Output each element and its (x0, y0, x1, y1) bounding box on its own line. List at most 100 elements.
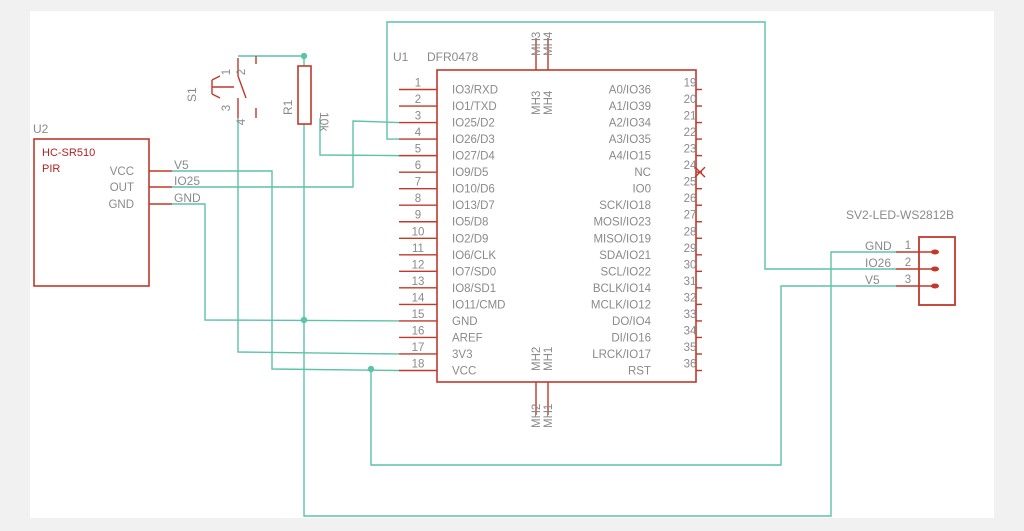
led-pin-pad-2 (931, 266, 939, 272)
u1-pin-name-23: A4/IO15 (609, 151, 651, 163)
u1-pin-num-27: 27 (684, 210, 697, 222)
u2-net-GND: GND (174, 191, 201, 205)
junction-vcc (367, 365, 375, 373)
u1-pin-name-31: BCLK/IO14 (593, 283, 652, 295)
wire-v5-u2 (172, 170, 400, 372)
u1-pin-name-21: A2/IO34 (609, 118, 652, 130)
u2-subtitle: PIR (42, 163, 60, 175)
u1-pin-name-24: NC (634, 167, 651, 179)
u1-pin-num-20: 20 (684, 94, 697, 106)
u1-pin-num-7: 7 (415, 177, 421, 189)
led-pin-num-3: 3 (905, 274, 911, 286)
u1-pin-num-15: 15 (412, 309, 425, 321)
led-net-IO26: IO26 (865, 256, 891, 270)
u1-pin-name-26: SCK/IO18 (599, 200, 651, 212)
u1-value: DFR0478 (427, 50, 479, 64)
u1-pin-name-10: IO2/D9 (452, 233, 488, 245)
u1-pin-num-5: 5 (415, 144, 421, 156)
s1-pin-4: 4 (236, 118, 248, 125)
u1-pin-num-17: 17 (412, 342, 425, 354)
u1-pin-num-11: 11 (412, 243, 424, 255)
u1-pin-num-22: 22 (684, 127, 697, 139)
u1-pin-num-9: 9 (415, 210, 421, 222)
u2-body (33, 138, 150, 287)
u1-pin-name-2: IO1/TXD (452, 101, 497, 113)
u1-pin-num-25: 25 (684, 177, 697, 189)
u1-top-pin-outer-MH3: MH3 (531, 32, 543, 56)
u1-pin-num-16: 16 (412, 325, 425, 337)
led-pin-num-2: 2 (905, 257, 911, 269)
u1-pin-num-34: 34 (684, 325, 697, 337)
u1-pin-num-19: 19 (684, 78, 697, 90)
u1-pin-num-35: 35 (684, 342, 697, 354)
u1-pin-num-4: 4 (415, 127, 422, 139)
led-pin-num-1: 1 (905, 240, 911, 252)
u1-pin-name-28: MISO/IO19 (593, 233, 651, 245)
u1-pin-num-18: 18 (412, 359, 425, 371)
parts (33, 38, 956, 415)
u2-net-IO25: IO25 (174, 174, 200, 188)
u1-body (436, 69, 697, 383)
u1-pin-num-2: 2 (415, 94, 421, 106)
u1-pin-num-13: 13 (412, 276, 425, 288)
u1-pin-name-17: 3V3 (452, 349, 472, 361)
u1-pin-name-14: IO11/CMD (452, 299, 505, 311)
u1-bottom-pin-inner-MH1: MH1 (543, 347, 555, 371)
u2-pin-OUT: OUT (110, 182, 134, 194)
s1-ref: S1 (185, 87, 199, 102)
led-pin-pad-3 (931, 283, 939, 289)
wire-3v3 (237, 118, 400, 355)
wire-io25 (172, 120, 400, 188)
s1-pin-2: 2 (236, 69, 248, 75)
u1-pin-num-24: 24 (684, 160, 697, 172)
led-value: SV2-LED-WS2812B (846, 208, 954, 222)
u1-pin-name-33: DO/IO4 (612, 316, 652, 328)
u1-pin-name-25: IO0 (632, 184, 651, 196)
r1-value: 10k (317, 112, 331, 132)
u1-pin-num-12: 12 (412, 259, 425, 271)
u1-pin-num-33: 33 (684, 309, 697, 321)
wire-gnd-led (303, 124, 896, 517)
u1-bottom-pin-inner-MH2: MH2 (531, 347, 543, 371)
u1-pin-name-30: SCL/IO22 (601, 266, 652, 278)
u2-pin-VCC: VCC (110, 166, 134, 178)
r1-ref: R1 (281, 99, 295, 115)
s1-contact (237, 75, 247, 99)
led-body (918, 236, 956, 306)
s1-pin-1: 1 (221, 69, 233, 75)
u1-pin-name-16: AREF (452, 332, 483, 344)
wire-v5-led (370, 285, 896, 466)
u1-pin-name-15: GND (452, 316, 478, 328)
u1-pin-num-26: 26 (684, 193, 697, 205)
u1-pin-name-4: IO26/D3 (452, 134, 495, 146)
u1-bottom-pin-outer-MH1: MH1 (543, 404, 555, 428)
u1-pin-name-11: IO6/CLK (452, 250, 496, 262)
u1-pin-num-36: 36 (684, 359, 697, 371)
u1-top-pin-inner-MH4: MH4 (543, 90, 555, 115)
u2-ref: U2 (33, 122, 49, 136)
u1-pin-name-5: IO27/D4 (452, 151, 495, 163)
wires (172, 21, 896, 517)
u1-pin-name-27: MOSI/IO23 (593, 217, 651, 229)
u1-pin-num-8: 8 (415, 193, 421, 205)
r1-body (297, 65, 312, 125)
u1-pin-num-6: 6 (415, 160, 421, 172)
u1-pin-name-9: IO5/D8 (452, 217, 488, 229)
junction-gnd (300, 316, 308, 324)
u1-pin-name-12: IO7/SD0 (452, 266, 496, 278)
u1-pin-num-28: 28 (684, 226, 697, 238)
u1-pin-num-31: 31 (684, 276, 697, 288)
u1-pin-name-34: DI/IO16 (611, 332, 651, 344)
u1-pin-num-32: 32 (684, 292, 697, 304)
u1-pin-num-21: 21 (684, 111, 697, 123)
u2-value: HC-SR510 (42, 147, 95, 159)
u2-net-V5: V5 (174, 158, 189, 172)
s1-button-top (211, 75, 221, 81)
u1-top-pin-inner-MH3: MH3 (531, 91, 543, 115)
u1-pin-num-10: 10 (412, 226, 425, 238)
s1-pin-3: 3 (221, 105, 233, 111)
u1-pin-name-36: RST (628, 366, 651, 378)
u1-pin-name-3: IO25/D2 (452, 118, 495, 130)
led-net-GND: GND (865, 239, 892, 253)
u1-pin-num-1: 1 (415, 78, 421, 90)
